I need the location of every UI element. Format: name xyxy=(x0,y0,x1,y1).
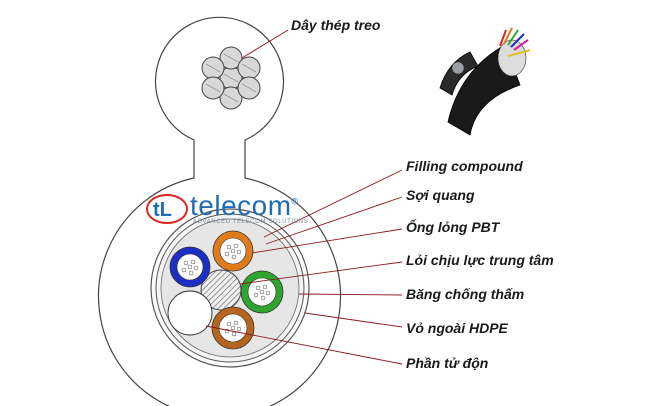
label-filling-compound: Filling compound xyxy=(406,158,523,174)
label-messenger-wire: Dây thép treo xyxy=(291,17,380,33)
label-central-strength-member: Lỏi chịu lực trung tâm xyxy=(406,252,554,268)
logo-trademark: ® xyxy=(292,197,299,207)
logo-word: telecom xyxy=(190,190,292,221)
label-optical-fiber: Sợi quang xyxy=(406,187,475,203)
logo-mark-text: tL xyxy=(153,199,172,221)
label-outer-sheath: Vỏ ngoài HDPE xyxy=(406,320,508,336)
label-loose-tube: Ống lỏng PBT xyxy=(406,219,499,235)
cable-3d-illustration xyxy=(440,28,530,135)
label-water-blocking-tape: Băng chống thấm xyxy=(406,286,524,302)
logo-tagline: ADVANCED TELECOM SOLUTIONS xyxy=(193,219,308,225)
telecom-logo-mark: tL xyxy=(144,190,190,226)
label-filler: Phần tử độn xyxy=(406,355,488,371)
telecom-logo-word: telecom® xyxy=(190,190,299,222)
filler-rod xyxy=(168,291,212,335)
